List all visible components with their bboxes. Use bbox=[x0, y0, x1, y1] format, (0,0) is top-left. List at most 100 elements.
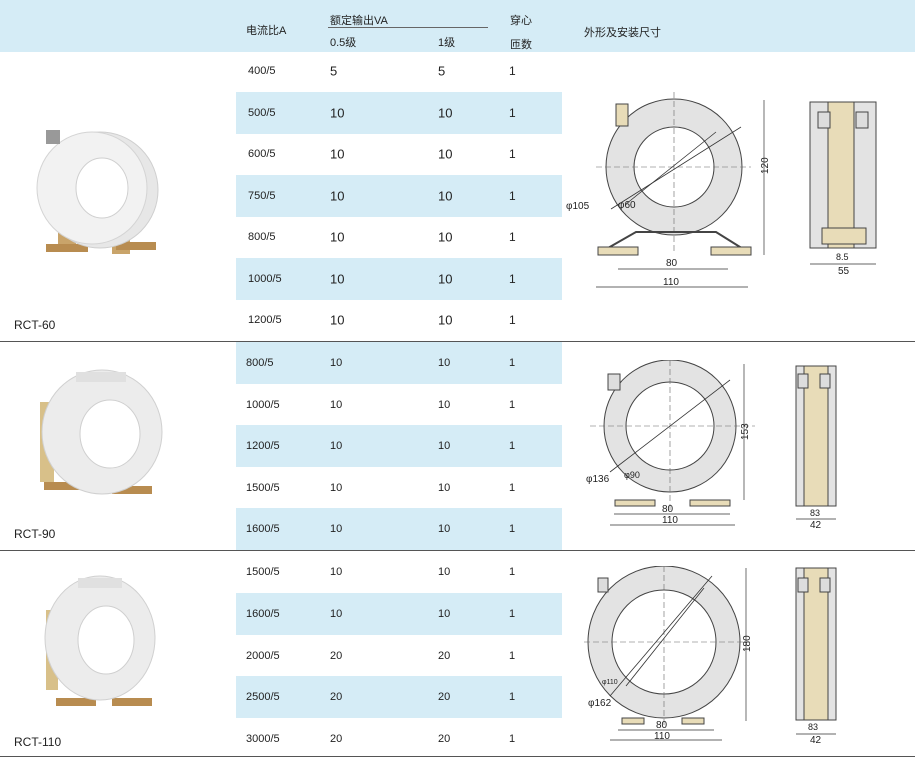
dim-outer: φ136 bbox=[586, 474, 610, 485]
dim-base-inner: 80 bbox=[662, 504, 674, 515]
ratio-cell: 800/5 bbox=[248, 231, 276, 243]
dim-base-inner: 80 bbox=[666, 258, 678, 269]
output-header: 额定输出VA bbox=[330, 15, 388, 27]
dim-height: 180 bbox=[742, 635, 753, 652]
turns-header-1: 穿心 bbox=[510, 15, 532, 27]
turns-cell: 1 bbox=[509, 399, 516, 411]
table-row: 1500/5 10 10 1 bbox=[236, 551, 562, 593]
dim-side-small: 83 bbox=[810, 508, 820, 518]
turns-cell: 1 bbox=[509, 357, 516, 369]
va05-cell: 10 bbox=[330, 146, 345, 162]
table-row: 800/5 10 10 1 bbox=[236, 342, 562, 384]
dim-inner: φ60 bbox=[618, 200, 636, 211]
dim-side-width: 42 bbox=[810, 735, 822, 746]
front-drawing-rct110: 180 φ162 φ110 80 110 bbox=[584, 566, 753, 742]
turns-cell: 1 bbox=[509, 272, 516, 286]
va05-cell: 10 bbox=[330, 357, 343, 369]
va05-cell: 10 bbox=[330, 399, 343, 411]
va05-cell: 20 bbox=[330, 650, 343, 662]
turns-cell: 1 bbox=[509, 106, 516, 120]
table-row: 600/5 10 10 1 bbox=[236, 133, 562, 175]
va1-cell: 20 bbox=[438, 691, 451, 703]
va1-cell: 10 bbox=[438, 312, 453, 328]
table-row: 800/5 10 10 1 bbox=[236, 216, 562, 258]
va1-cell: 20 bbox=[438, 650, 451, 662]
turns-cell: 1 bbox=[509, 147, 516, 161]
ratio-cell: 1500/5 bbox=[246, 566, 280, 578]
dim-height: 153 bbox=[740, 423, 751, 440]
product-photo-rct90 bbox=[40, 369, 163, 495]
dims-header: 外形及安装尺寸 bbox=[584, 27, 661, 39]
table-row: 1600/5 10 10 1 bbox=[236, 593, 562, 635]
ratio-cell: 600/5 bbox=[248, 148, 276, 160]
va1-cell: 10 bbox=[438, 608, 451, 620]
dim-base-outer: 110 bbox=[654, 731, 670, 742]
model-label: RCT-90 bbox=[14, 527, 56, 541]
dim-side-width: 42 bbox=[810, 520, 822, 530]
ratio-cell: 1600/5 bbox=[246, 523, 280, 535]
va1-cell: 10 bbox=[438, 482, 451, 494]
model-label: RCT-60 bbox=[14, 318, 56, 332]
front-drawing-rct60: 120 φ105 φ60 80 110 bbox=[566, 92, 771, 288]
ratio-cell: 3000/5 bbox=[246, 733, 280, 745]
turns-cell: 1 bbox=[509, 608, 516, 620]
va1-cell: 10 bbox=[438, 399, 451, 411]
ratio-cell: 1000/5 bbox=[246, 399, 280, 411]
table-row: 2500/5 20 20 1 bbox=[236, 676, 562, 718]
ratio-cell: 750/5 bbox=[248, 190, 276, 202]
table-row: 1000/5 10 10 1 bbox=[236, 384, 562, 426]
va1-cell: 10 bbox=[438, 566, 451, 578]
class-05-header: 0.5级 bbox=[330, 37, 357, 49]
va1-cell: 10 bbox=[438, 146, 453, 162]
va05-cell: 10 bbox=[330, 312, 345, 328]
dim-base-inner: 80 bbox=[656, 720, 668, 731]
product-photo-rct110 bbox=[44, 575, 156, 706]
dim-inner: φ90 bbox=[624, 470, 640, 480]
va05-cell: 20 bbox=[330, 733, 343, 745]
table-row: 1500/5 10 10 1 bbox=[236, 467, 562, 509]
dim-outer: φ162 bbox=[588, 698, 612, 709]
turns-cell: 1 bbox=[509, 64, 516, 78]
turns-cell: 1 bbox=[509, 566, 516, 578]
va1-cell: 10 bbox=[438, 188, 453, 204]
table-row: 400/5 5 5 1 bbox=[236, 50, 562, 92]
turns-cell: 1 bbox=[509, 482, 516, 494]
turns-cell: 1 bbox=[509, 189, 516, 203]
turns-cell: 1 bbox=[509, 650, 516, 662]
side-drawing-rct90: 83 42 bbox=[795, 365, 837, 530]
ratio-cell: 2500/5 bbox=[246, 691, 280, 703]
ratio-cell: 1600/5 bbox=[246, 608, 280, 620]
ratio-cell: 2000/5 bbox=[246, 650, 280, 662]
ratio-cell: 1200/5 bbox=[246, 440, 280, 452]
va05-cell: 10 bbox=[330, 105, 345, 121]
table-row: 2000/5 20 20 1 bbox=[236, 635, 562, 677]
va05-cell: 10 bbox=[330, 229, 345, 245]
table-row: 1200/5 10 10 1 bbox=[236, 299, 562, 341]
ratio-cell: 1000/5 bbox=[248, 273, 282, 285]
table-row: 750/5 10 10 1 bbox=[236, 175, 562, 217]
dim-side-small: 83 bbox=[808, 722, 818, 732]
va05-cell: 10 bbox=[330, 608, 343, 620]
dim-height: 120 bbox=[760, 157, 771, 174]
side-drawing-rct60: 8.5 55 bbox=[809, 101, 877, 277]
ratio-cell: 800/5 bbox=[246, 357, 274, 369]
turns-cell: 1 bbox=[509, 440, 516, 452]
ratio-cell: 400/5 bbox=[248, 65, 276, 77]
va1-cell: 10 bbox=[438, 440, 451, 452]
va1-cell: 10 bbox=[438, 523, 451, 535]
table-row: 500/5 10 10 1 bbox=[236, 92, 562, 134]
table-row: 3000/5 20 20 1 bbox=[236, 718, 562, 760]
dim-inner: φ110 bbox=[602, 679, 618, 686]
product-photo-rct60 bbox=[36, 130, 159, 254]
ratio-header: 电流比A bbox=[246, 25, 287, 37]
table-row: 1200/5 10 10 1 bbox=[236, 425, 562, 467]
va05-cell: 10 bbox=[330, 482, 343, 494]
section-divider bbox=[0, 550, 915, 551]
table-row: 1600/5 10 10 1 bbox=[236, 508, 562, 550]
va1-cell: 10 bbox=[438, 105, 453, 121]
class-1-header: 1级 bbox=[438, 37, 456, 49]
turns-cell: 1 bbox=[509, 691, 516, 703]
turns-header-2: 匝数 bbox=[510, 39, 532, 51]
va1-cell: 20 bbox=[438, 733, 451, 745]
va05-cell: 10 bbox=[330, 271, 345, 287]
